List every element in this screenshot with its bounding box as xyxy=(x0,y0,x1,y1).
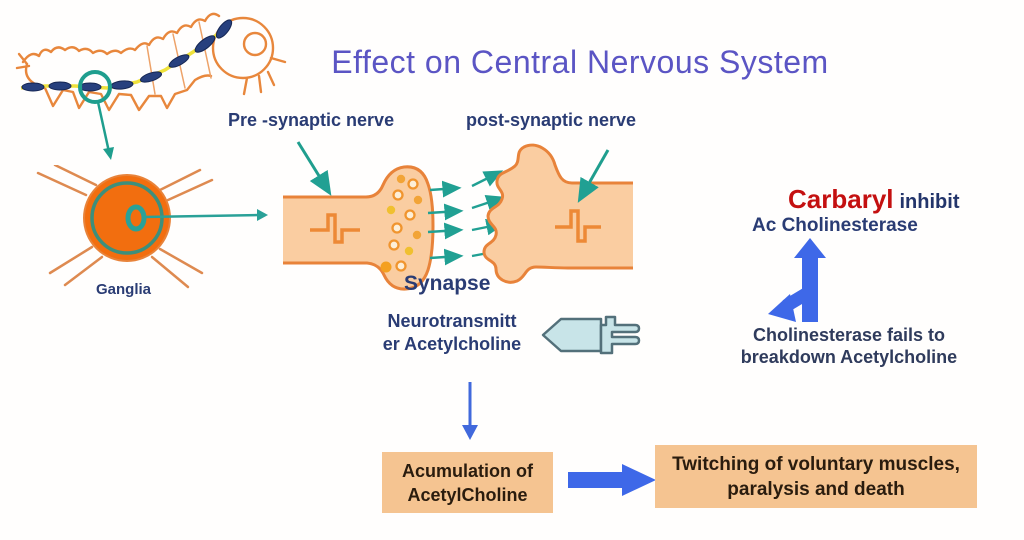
action-potential-pre-icon xyxy=(310,213,360,244)
caterpillar-illustration xyxy=(15,12,287,160)
neurotransmitter-release-plug-icon xyxy=(541,315,641,355)
page-title: Effect on Central Nervous System xyxy=(331,44,829,80)
inhibit-word: inhibit xyxy=(899,191,960,213)
accumulation-box: Acumulation of AcetylCholine xyxy=(382,452,553,513)
neurotransmitter-label: Neurotransmitt er Acetylcholine xyxy=(368,310,536,356)
carbaryl-word: Carbaryl xyxy=(788,184,894,214)
accumulation-box-line1: Acumulation of xyxy=(402,460,533,481)
effect-box-line1: Twitching of voluntary muscles, xyxy=(672,453,960,475)
nerve-cord xyxy=(20,19,233,92)
postsynaptic-terminal xyxy=(482,143,633,284)
flow-right-arrow xyxy=(568,464,656,496)
ganglia-illustration xyxy=(36,165,268,289)
ganglia-inner-ring xyxy=(90,181,164,255)
pre-synaptic-label: Pre -synaptic nerve xyxy=(228,110,395,130)
synapse-illustration xyxy=(283,141,633,291)
blue-bent-up-arrow xyxy=(768,238,826,322)
ganglia-nucleus-ring xyxy=(125,204,147,232)
cholinesterase-fails-line2: breakdown Acetylcholine xyxy=(740,347,958,367)
cholinesterase-fails-label: Cholinesterase fails to breakdown Acetyl… xyxy=(733,324,965,368)
ganglia-label: Ganglia xyxy=(96,281,152,298)
synapse-label: Synapse xyxy=(404,272,491,295)
ganglion-pointer-arrow xyxy=(96,101,114,160)
ganglia-dendrites xyxy=(36,165,214,289)
action-potential-post-icon xyxy=(555,209,601,243)
neurotransmitter-label-line2: er Acetylcholine xyxy=(382,334,522,354)
ac-cholinesterase-label: Ac Cholinesterase xyxy=(752,215,918,236)
ganglia-axon-arrow xyxy=(143,209,268,221)
presynaptic-terminal-outline xyxy=(283,165,435,291)
effect-box-line2: paralysis and death xyxy=(727,478,905,500)
vesicles xyxy=(380,174,423,273)
neurotransmitter-label-line1: Neurotransmitt xyxy=(387,311,517,331)
accumulation-box-line2: AcetylCholine xyxy=(407,484,528,505)
post-synaptic-label: post-synaptic nerve xyxy=(466,110,637,130)
accumulation-down-arrow xyxy=(462,382,478,440)
label-pointer-arrows xyxy=(296,141,610,203)
ganglion-highlight-circle xyxy=(78,70,112,104)
effect-box: Twitching of voluntary muscles, paralysi… xyxy=(655,445,977,508)
caterpillar-body xyxy=(15,12,287,112)
cholinesterase-fails-line1: Cholinesterase fails to xyxy=(752,325,946,345)
